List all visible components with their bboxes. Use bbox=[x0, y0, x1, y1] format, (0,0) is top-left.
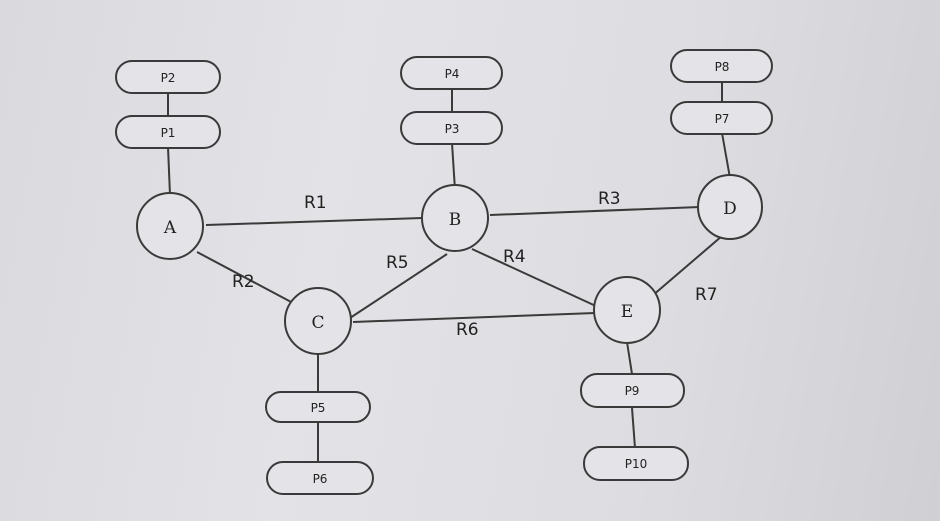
edge-label-r6: R6 bbox=[456, 320, 479, 340]
pill-p9-shape bbox=[580, 373, 685, 408]
pill-p2-shape bbox=[115, 60, 221, 94]
network-links bbox=[196, 206, 723, 323]
pill-p3-shape bbox=[400, 111, 503, 145]
pill-p6-shape bbox=[266, 461, 374, 495]
connector-p9-p10 bbox=[631, 407, 636, 449]
pill-p7: P7 bbox=[670, 101, 773, 135]
node-d-shape bbox=[697, 174, 763, 240]
pill-p7-label: P7 bbox=[715, 112, 730, 126]
pill-p6: P6 bbox=[266, 461, 374, 495]
pill-p4: P4 bbox=[400, 56, 503, 90]
node-a-shape bbox=[136, 192, 204, 260]
pill-p4-shape bbox=[400, 56, 503, 90]
node-a: A bbox=[136, 192, 204, 260]
pill-p8: P8 bbox=[670, 49, 773, 83]
node-c: C bbox=[284, 287, 352, 355]
connector-e-p9 bbox=[626, 341, 633, 375]
pill-p2-label: P2 bbox=[161, 71, 176, 85]
pill-p1-shape bbox=[115, 115, 221, 149]
connector-p1-a bbox=[167, 146, 171, 196]
link-r1 bbox=[205, 217, 423, 226]
pill-p10: P10 bbox=[583, 446, 689, 481]
node-e: E bbox=[593, 276, 661, 344]
pill-p3-label: P3 bbox=[445, 122, 460, 136]
connector-p3-b bbox=[451, 142, 456, 191]
edge-label-r3: R3 bbox=[598, 189, 621, 209]
link-r6 bbox=[352, 312, 596, 323]
pill-p8-shape bbox=[670, 49, 773, 83]
pill-p10-label: P10 bbox=[625, 457, 648, 471]
edge-label-r7: R7 bbox=[695, 285, 718, 305]
pill-p10-shape bbox=[583, 446, 689, 481]
pill-p1-label: P1 bbox=[161, 126, 176, 140]
node-c-shape bbox=[284, 287, 352, 355]
link-r3 bbox=[489, 206, 701, 216]
pill-p2: P2 bbox=[115, 60, 221, 94]
node-a-label: A bbox=[163, 218, 177, 238]
pill-p4-label: P4 bbox=[445, 67, 460, 81]
connector-p7-d bbox=[721, 132, 731, 179]
pill-p9-label: P9 bbox=[625, 384, 640, 398]
node-b: B bbox=[421, 184, 489, 252]
pill-p1: P1 bbox=[115, 115, 221, 149]
link-r5 bbox=[349, 253, 448, 319]
edge-label-r2: R2 bbox=[232, 272, 255, 292]
pill-p8-label: P8 bbox=[715, 60, 730, 74]
edge-label-r1: R1 bbox=[304, 193, 327, 213]
link-r2 bbox=[196, 251, 294, 304]
node-e-shape bbox=[593, 276, 661, 344]
node-e-label: E bbox=[621, 302, 633, 322]
edge-label-r5: R5 bbox=[386, 253, 409, 273]
node-d-label: D bbox=[723, 199, 737, 219]
pill-p7-shape bbox=[670, 101, 773, 135]
pill-p6-label: P6 bbox=[313, 472, 328, 486]
connectors bbox=[167, 82, 731, 463]
pill-p5-shape bbox=[265, 391, 371, 423]
pill-p3: P3 bbox=[400, 111, 503, 145]
node-b-shape bbox=[421, 184, 489, 252]
node-b-label: B bbox=[449, 210, 462, 230]
edge-label-r4: R4 bbox=[503, 247, 526, 267]
node-d: D bbox=[697, 174, 763, 240]
link-r4 bbox=[471, 248, 599, 308]
pill-p5-label: P5 bbox=[311, 401, 326, 415]
node-c-label: C bbox=[311, 313, 324, 333]
pill-p5: P5 bbox=[265, 391, 371, 423]
pill-p9: P9 bbox=[580, 373, 685, 408]
link-r7 bbox=[651, 235, 723, 297]
edge-labels: R1 R2 R3 R4 R5 R6 R7 bbox=[232, 189, 718, 340]
